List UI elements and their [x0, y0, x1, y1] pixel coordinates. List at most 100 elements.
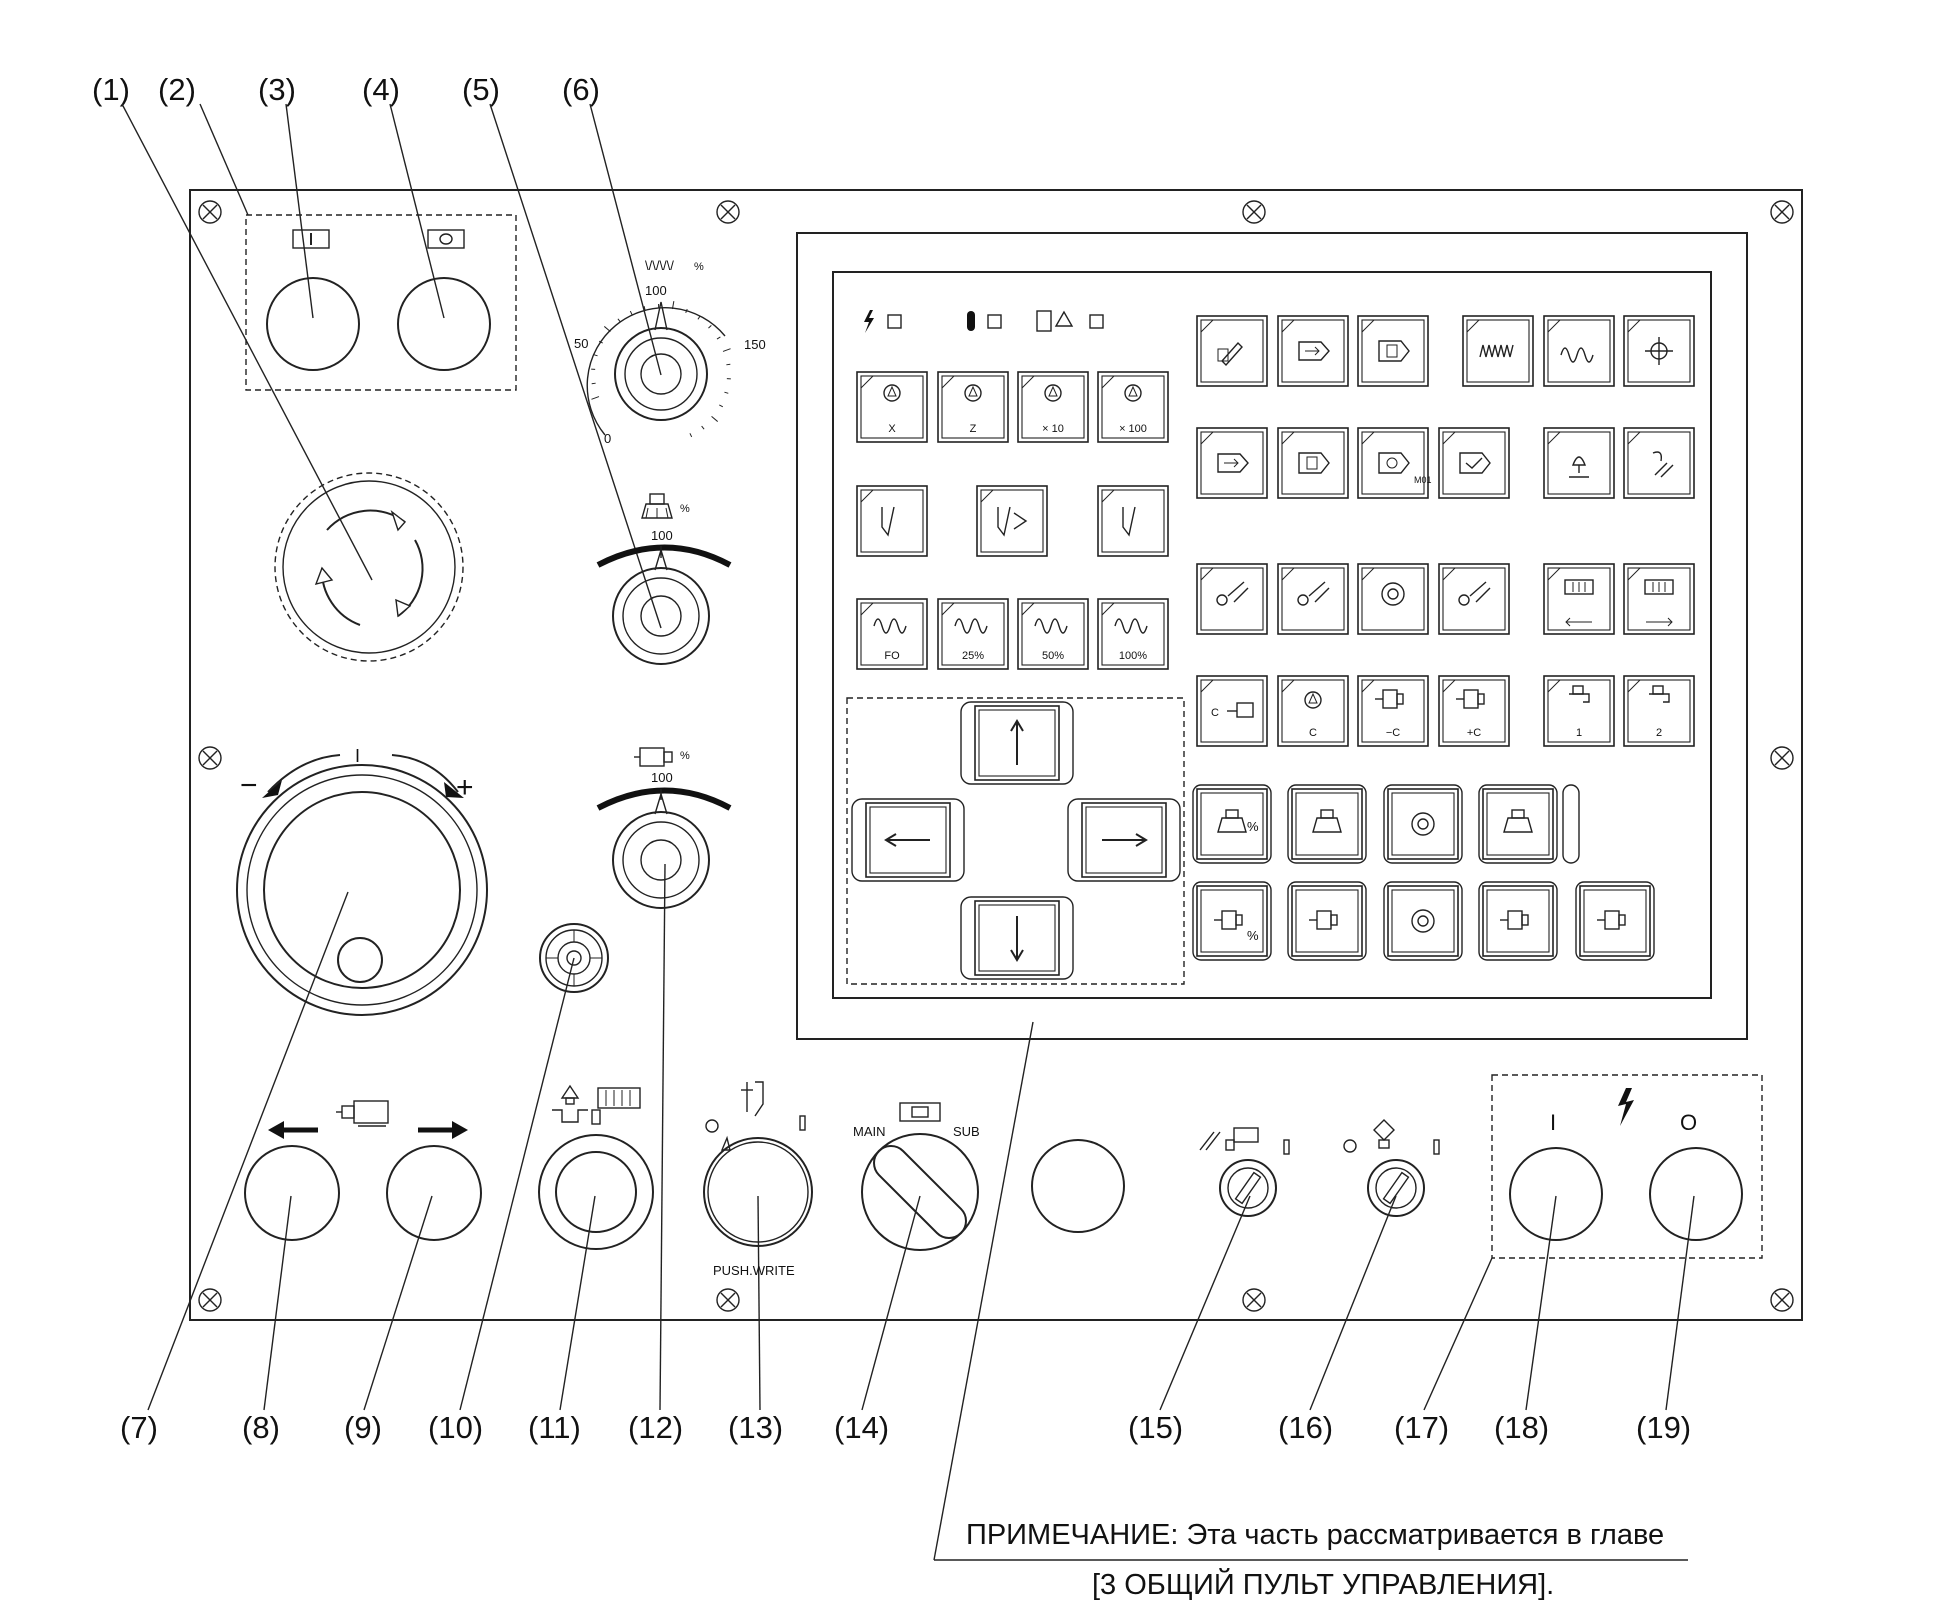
handle-z-key[interactable]: Z: [937, 371, 1009, 443]
main-sub-selector[interactable]: MAIN SUB: [853, 1102, 980, 1251]
feed-mode-key[interactable]: [1462, 315, 1534, 387]
feed-override-dial[interactable]: \/\/\/\/ % 0 50 100 150: [574, 258, 766, 446]
chuck-clamp-key[interactable]: [1196, 563, 1268, 635]
jog-down-key[interactable]: [960, 896, 1074, 980]
push-write-label: PUSH.WRITE: [713, 1263, 795, 1278]
rapid-fo-key[interactable]: FO: [856, 598, 928, 670]
handwheel-rim: [246, 774, 478, 1006]
spindle-override-key[interactable]: %: [1192, 784, 1272, 864]
power-off-label: O: [1680, 1110, 1697, 1135]
subspindle-override-key[interactable]: %: [1192, 881, 1272, 961]
indicator-lamp: [539, 923, 609, 993]
memory-protect-key-switch[interactable]: [1199, 1127, 1290, 1217]
tap-icon: [1649, 685, 1670, 703]
mdi-mode-key[interactable]: [1357, 315, 1429, 387]
cycle-icon: [1378, 452, 1410, 474]
nc-on-symbol-box: [292, 229, 330, 249]
chuck-button[interactable]: [555, 1151, 637, 1233]
spindle-override-dial[interactable]: % 100: [596, 493, 732, 665]
scale-tick: [708, 325, 712, 329]
edit-mode-key[interactable]: [1196, 315, 1268, 387]
single-block-key[interactable]: [1196, 427, 1268, 499]
dry-run-key[interactable]: [1438, 427, 1510, 499]
rapid-50-key[interactable]: 50%: [1017, 598, 1089, 670]
nc-power-on-button[interactable]: [266, 277, 360, 371]
main-sub-selector-knob: [861, 1133, 979, 1251]
jog-left-key[interactable]: [851, 798, 965, 882]
tailstock-advance-button[interactable]: [386, 1145, 482, 1241]
rotate-arrow-icon: [314, 566, 334, 586]
work-light-key[interactable]: [1543, 427, 1615, 499]
jog-right-key[interactable]: [1067, 798, 1181, 882]
subspindle-override-dial[interactable]: % 100: [596, 747, 732, 909]
scale-tick: [726, 363, 731, 366]
program-edit-key-switch[interactable]: [1343, 1119, 1440, 1217]
feed-override-ticks: [591, 301, 731, 438]
subspindle-cw-key[interactable]: [1287, 881, 1367, 961]
main-power-off-button[interactable]: [1649, 1147, 1743, 1241]
emergency-stop-button[interactable]: [274, 472, 464, 662]
handwheel-grip-knob[interactable]: [337, 937, 383, 983]
c-axis-plus-key[interactable]: +C: [1438, 675, 1510, 747]
lamp-icon: [1569, 456, 1589, 478]
coolant-key[interactable]: [1623, 427, 1695, 499]
optional-stop-key[interactable]: [1357, 427, 1429, 499]
bar-feeder-back-key[interactable]: [1543, 563, 1615, 635]
emergency-stop-cap: [282, 480, 456, 654]
main-sub-selector-bar: [873, 1145, 967, 1239]
program-icon: [1298, 452, 1330, 474]
nc-power-off-button[interactable]: [397, 277, 491, 371]
c-axis-handle-key[interactable]: C: [1277, 675, 1349, 747]
spindle-icon: [1503, 809, 1533, 833]
tool-minus-key[interactable]: [1097, 485, 1169, 557]
handle-x-key[interactable]: X: [856, 371, 928, 443]
rapid-100-key[interactable]: 100%: [1097, 598, 1169, 670]
block-skip-key[interactable]: [1277, 427, 1349, 499]
tool-return-key[interactable]: [976, 485, 1048, 557]
chip-conveyor-key[interactable]: [1357, 563, 1429, 635]
spindle-stop-key[interactable]: [1383, 784, 1463, 864]
memory-protect-icon-slash: [1205, 1131, 1221, 1151]
main-power-on-button[interactable]: [1509, 1147, 1603, 1241]
c-axis-label: C: [1211, 707, 1219, 719]
subspindle-ccw-key[interactable]: [1478, 881, 1558, 961]
key-label: 25%: [962, 650, 984, 662]
c-axis-minus-key[interactable]: −C: [1357, 675, 1429, 747]
tapping-2-key[interactable]: 2: [1623, 675, 1695, 747]
chuck-unclamp-key[interactable]: [1277, 563, 1349, 635]
program-edit-icon-base: [1378, 1139, 1390, 1149]
lightning-icon: [864, 310, 874, 333]
handle-x10-key[interactable]: × 10: [1017, 371, 1089, 443]
scale-tick: [685, 308, 688, 313]
scale-tick: [722, 348, 731, 352]
zero-return-key[interactable]: [1623, 315, 1695, 387]
rapid-mode-key[interactable]: [1543, 315, 1615, 387]
handwheel-plus-label: +: [456, 771, 474, 804]
manual-pulse-handwheel[interactable]: − + I: [236, 746, 488, 1016]
screws: [198, 200, 1794, 1312]
c-axis-key[interactable]: C: [1196, 675, 1268, 747]
subspindle-icon: [1597, 910, 1626, 930]
feed-override-knob-center: [640, 353, 682, 395]
write-key-switch[interactable]: PUSH.WRITE: [703, 1081, 813, 1278]
tapping-1-key[interactable]: 1: [1543, 675, 1615, 747]
subspindle-stop-key[interactable]: [1383, 881, 1463, 961]
rapid-25-key[interactable]: 25%: [937, 598, 1009, 670]
tool-plus-key[interactable]: [856, 485, 928, 557]
spindle-ccw-key[interactable]: [1478, 784, 1558, 864]
spindle-icon-jaw: [645, 507, 649, 519]
door-key[interactable]: [1438, 563, 1510, 635]
handwheel-icon: [1304, 691, 1322, 709]
leader-16: [1309, 1195, 1397, 1411]
chuck-clamp-icon: [552, 1084, 641, 1125]
bar-feeder-forward-key[interactable]: [1623, 563, 1695, 635]
write-key-knob[interactable]: [703, 1137, 813, 1247]
jog-up-key[interactable]: [960, 701, 1074, 785]
spindle-override-pointer: [654, 547, 668, 571]
subspindle-jog-key[interactable]: [1575, 881, 1655, 961]
tailstock-retract-button[interactable]: [244, 1145, 340, 1241]
memory-mode-key[interactable]: [1277, 315, 1349, 387]
handle-x100-key[interactable]: × 100: [1097, 371, 1169, 443]
spindle-cw-key[interactable]: [1287, 784, 1367, 864]
program-edit-on-mark: [1433, 1139, 1440, 1155]
